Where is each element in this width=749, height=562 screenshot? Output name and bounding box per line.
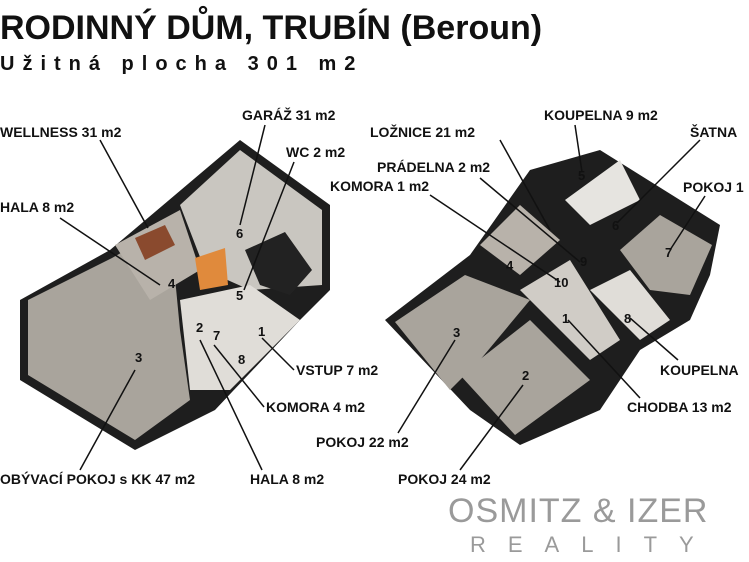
room-number: 2: [522, 368, 529, 383]
label-room-22: POKOJ 22 m2: [316, 434, 409, 450]
page-title: RODINNÝ DŮM, TRUBÍN (Beroun): [0, 9, 543, 47]
watermark-logo: OSMITZ & IZER: [448, 492, 709, 530]
room-number: 3: [453, 325, 460, 340]
car: [245, 232, 312, 295]
page-subtitle: Užitná plocha 301 m2: [0, 53, 364, 75]
room-24-floor: [460, 320, 590, 435]
label-entry: VSTUP 7 m2: [296, 362, 379, 378]
room-number: 6: [612, 218, 619, 233]
label-wardrobe: ŠATNA: [690, 124, 738, 140]
room-number: 10: [554, 275, 568, 290]
room-number: 4: [506, 258, 514, 273]
label-wc: WC 2 m2: [286, 144, 346, 160]
label-room-24: POKOJ 24 m2: [398, 471, 491, 487]
wellness-floor: [115, 210, 200, 300]
sauna: [195, 248, 228, 290]
label-storage-1: KOMORA 1 m2: [330, 178, 430, 194]
label-storage-4: KOMORA 4 m2: [266, 399, 366, 415]
label-wellness: WELLNESS 31 m2: [0, 124, 122, 140]
label-garage: GARÁŽ 31 m2: [242, 107, 336, 123]
label-room-1: POKOJ 1: [683, 179, 744, 195]
room-number: 5: [236, 288, 243, 303]
bedroom-floor: [480, 205, 560, 275]
bathroom-floor: [565, 160, 640, 225]
room-number: 2: [196, 320, 203, 335]
label-hall-upper: HALA 8 m2: [0, 199, 75, 215]
label-corridor: CHODBA 13 m2: [627, 399, 732, 415]
room-number: 7: [213, 328, 220, 343]
room-number: 6: [236, 226, 243, 241]
label-hall-lower: HALA 8 m2: [250, 471, 325, 487]
room-number: 8: [624, 311, 631, 326]
room-number: 9: [580, 254, 587, 269]
room-number: 4: [168, 276, 176, 291]
room-number: 8: [238, 352, 245, 367]
entry-floor: [180, 285, 300, 390]
upper-floor-plan: 2 3 4 5 6 7 8 9 10 1: [385, 150, 720, 445]
hot-tub: [135, 225, 175, 260]
watermark-subtitle: REALITY: [470, 532, 716, 557]
label-bedroom: LOŽNICE 21 m2: [370, 124, 476, 140]
room-number: 1: [562, 311, 569, 326]
label-bathroom-9: KOUPELNA 9 m2: [544, 107, 658, 123]
label-laundry: PRÁDELNA 2 m2: [377, 159, 491, 175]
label-living-room: OBÝVACÍ POKOJ s KK 47 m2: [0, 471, 196, 487]
corridor-floor: [520, 260, 620, 360]
room-number: 5: [578, 168, 585, 183]
leader-lines: [59, 124, 706, 471]
room-number: 7: [665, 245, 672, 260]
label-bathroom-2: KOUPELNA: [660, 362, 739, 378]
room-number: 1: [258, 324, 265, 339]
room-22-floor: [395, 275, 530, 390]
room-1-floor: [620, 215, 712, 295]
room-number: 3: [135, 350, 142, 365]
bathroom-2-floor: [590, 270, 670, 340]
